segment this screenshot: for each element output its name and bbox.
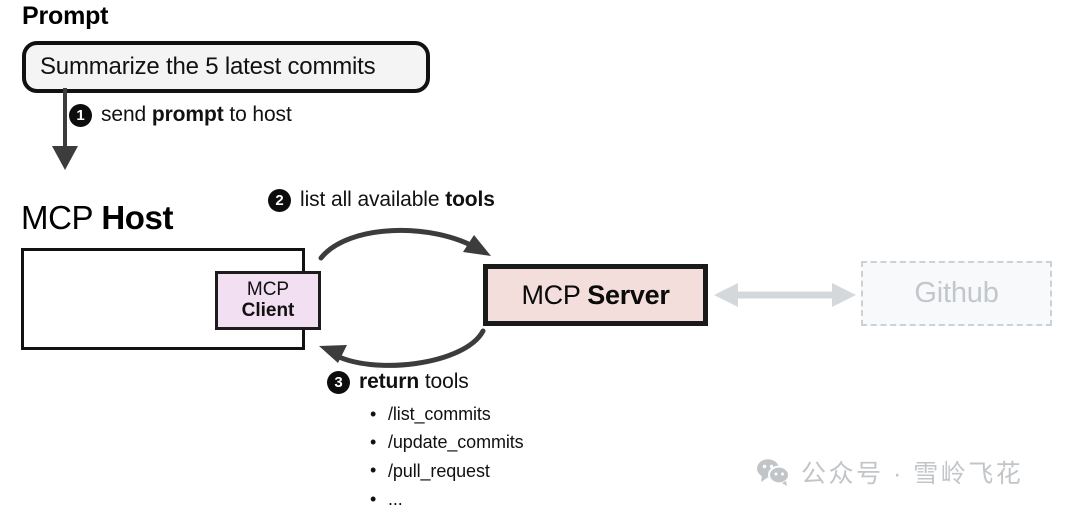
arrow-server-to-client [330,328,486,368]
list-item: ... [368,485,524,514]
list-item: /list_commits [368,399,524,428]
step-1-label-part-b: to host [223,103,292,126]
step-3-label-part-b: tools [419,370,469,393]
step-3-label: return tools [359,370,469,394]
arrow-client-to-server [318,228,481,261]
arrow-client-to-server-head [463,235,491,256]
mcp-host-title: MCP Host [21,199,173,237]
arrow-prompt-to-host [52,88,78,170]
step-2-label: list all available tools [300,188,495,212]
mcp-server-label: MCP Server [521,280,669,311]
watermark: 公众号 · 雪岭飞花 [756,454,1023,490]
list-item: /pull_request [368,456,524,485]
github-external-box[interactable]: Github [861,261,1052,326]
prompt-title: Prompt [22,2,109,30]
mcp-host-title-bold: Host [101,199,174,236]
step-1-label: send prompt to host [101,103,292,127]
step-1-badge: 1 [69,103,92,127]
watermark-text: 公众号 · 雪岭飞花 [801,460,1024,488]
prompt-input-box[interactable]: Summarize the 5 latest commits [22,41,430,93]
step-2-label-bold: tools [445,188,495,211]
step-2-label-part-a: list all available [300,188,446,211]
mcp-server-label-bold: Server [587,279,670,310]
arrow-server-to-client-head [319,345,347,363]
prompt-text: Summarize the 5 latest commits [40,53,376,80]
step-2-badge: 2 [268,188,291,212]
mcp-client-label-line2: Client [241,299,295,321]
mcp-host-title-regular: MCP [21,199,102,236]
arrow-server-to-github [714,283,856,307]
mcp-client-label-line1: MCP [246,278,290,300]
tools-list: /list_commits /update_commits /pull_requ… [368,399,524,514]
step-2-annotation: 2 list all available tools [268,188,495,212]
step-1-annotation: 1 send prompt to host [69,103,292,127]
mcp-server-box[interactable]: MCP Server [483,264,708,326]
list-item: /update_commits [368,428,524,457]
step-3-annotation: 3 return tools [327,370,469,394]
step-1-label-bold: prompt [151,103,224,126]
step-1-label-part-a: send [101,103,152,126]
client-server-loop-arrows [318,228,491,368]
mcp-server-label-regular: MCP [521,279,588,310]
github-label: Github [914,277,999,309]
wechat-icon [757,459,790,486]
step-3-badge: 3 [327,370,350,394]
mcp-client-box[interactable]: MCP Client [215,271,321,330]
step-3-label-bold: return [359,370,420,393]
